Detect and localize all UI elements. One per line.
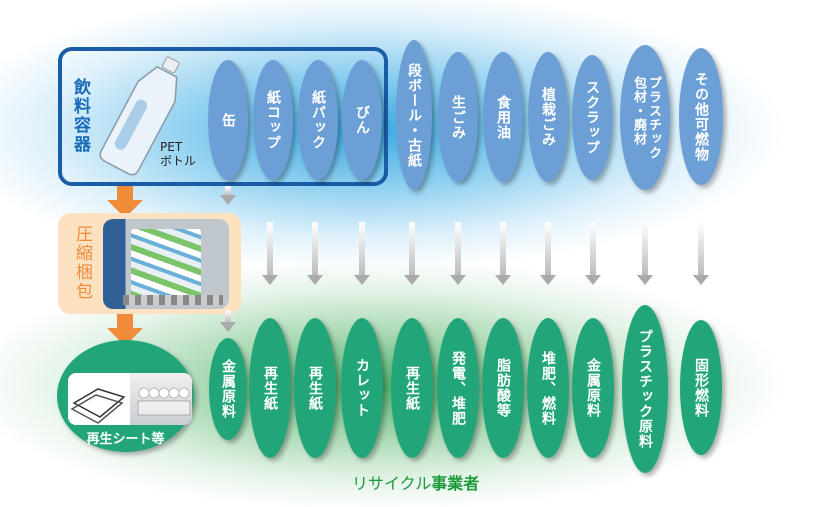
recycled-sheet-photos: [68, 373, 192, 425]
source-ellipse-item-6: 生ごみ: [438, 52, 478, 182]
pet-bottle-icon: [99, 56, 180, 176]
down-arrow-icon: [404, 222, 420, 285]
source-ellipse-item-5: 段ボール・古紙: [396, 40, 432, 190]
source-ellipse-item-7: 食用油: [483, 52, 523, 182]
down-arrow-icon: [354, 222, 370, 285]
source-ellipse-item-9: スクラップ: [572, 55, 612, 180]
baled-bottles-photo: [103, 219, 229, 309]
down-arrow-icon: [220, 310, 236, 332]
source-ellipse-item-4: びん: [342, 60, 382, 180]
source-ellipse-item-10: プラスチック 包材・廃材: [620, 45, 670, 190]
down-arrow-icon: [220, 186, 236, 205]
recycled-sheet-label: 再生シート等: [86, 432, 165, 447]
recycler-caption-prefix: リサイクル: [352, 474, 432, 493]
source-ellipse-item-8: 植栽ごみ: [528, 52, 568, 182]
pet-label-line2: ボトル: [160, 154, 197, 169]
down-arrow-icon: [495, 222, 511, 285]
output-ellipse-item-3: 再生紙: [294, 318, 336, 458]
pet-bottle-label: PET ボトル: [160, 140, 196, 169]
output-ellipse-item-11: 固形燃料: [680, 320, 722, 455]
output-ellipse-item-10: プラスチック原料: [622, 305, 668, 473]
output-ellipse-item-4: カレット: [341, 318, 383, 458]
down-arrow-icon: [262, 222, 278, 285]
output-ellipse-item-8: 堆肥、燃料: [527, 318, 569, 458]
output-ellipse-item-2: 再生紙: [249, 318, 291, 458]
source-ellipse-item-11: その他可燃物: [679, 48, 723, 185]
down-arrow-icon: [307, 222, 323, 285]
clear-tray-photo: [68, 373, 130, 425]
output-ellipse-item-5: 再生紙: [391, 318, 433, 458]
output-ellipse-item-6: 発電、堆肥: [437, 318, 479, 458]
recycler-caption-suffix: 事業者: [431, 474, 480, 493]
down-arrow-icon: [693, 222, 709, 285]
recycler-caption: リサイクル事業者: [352, 470, 479, 494]
output-ellipse-item-1: 金属原料: [209, 338, 247, 440]
down-arrow-icon: [540, 222, 556, 285]
down-arrow-icon: [637, 222, 653, 285]
output-ellipse-item-9: 金属原料: [572, 318, 614, 458]
down-arrow-icon: [585, 222, 601, 285]
pet-label-line1: PET: [160, 140, 183, 154]
beverage-container-title: 飲料容器: [70, 78, 90, 154]
output-ellipse-item-7: 脂肪酸等: [482, 318, 524, 458]
compress-baling-label: 圧縮梱包: [72, 225, 92, 301]
egg-pack-photo: [130, 373, 192, 425]
source-ellipse-item-1: 缶: [208, 60, 248, 180]
beverage-container-frame: [58, 47, 388, 186]
down-arrow-icon: [450, 222, 466, 285]
source-ellipse-item-2: 紙コップ: [253, 60, 293, 180]
source-ellipse-item-3: 紙パック: [298, 60, 338, 180]
